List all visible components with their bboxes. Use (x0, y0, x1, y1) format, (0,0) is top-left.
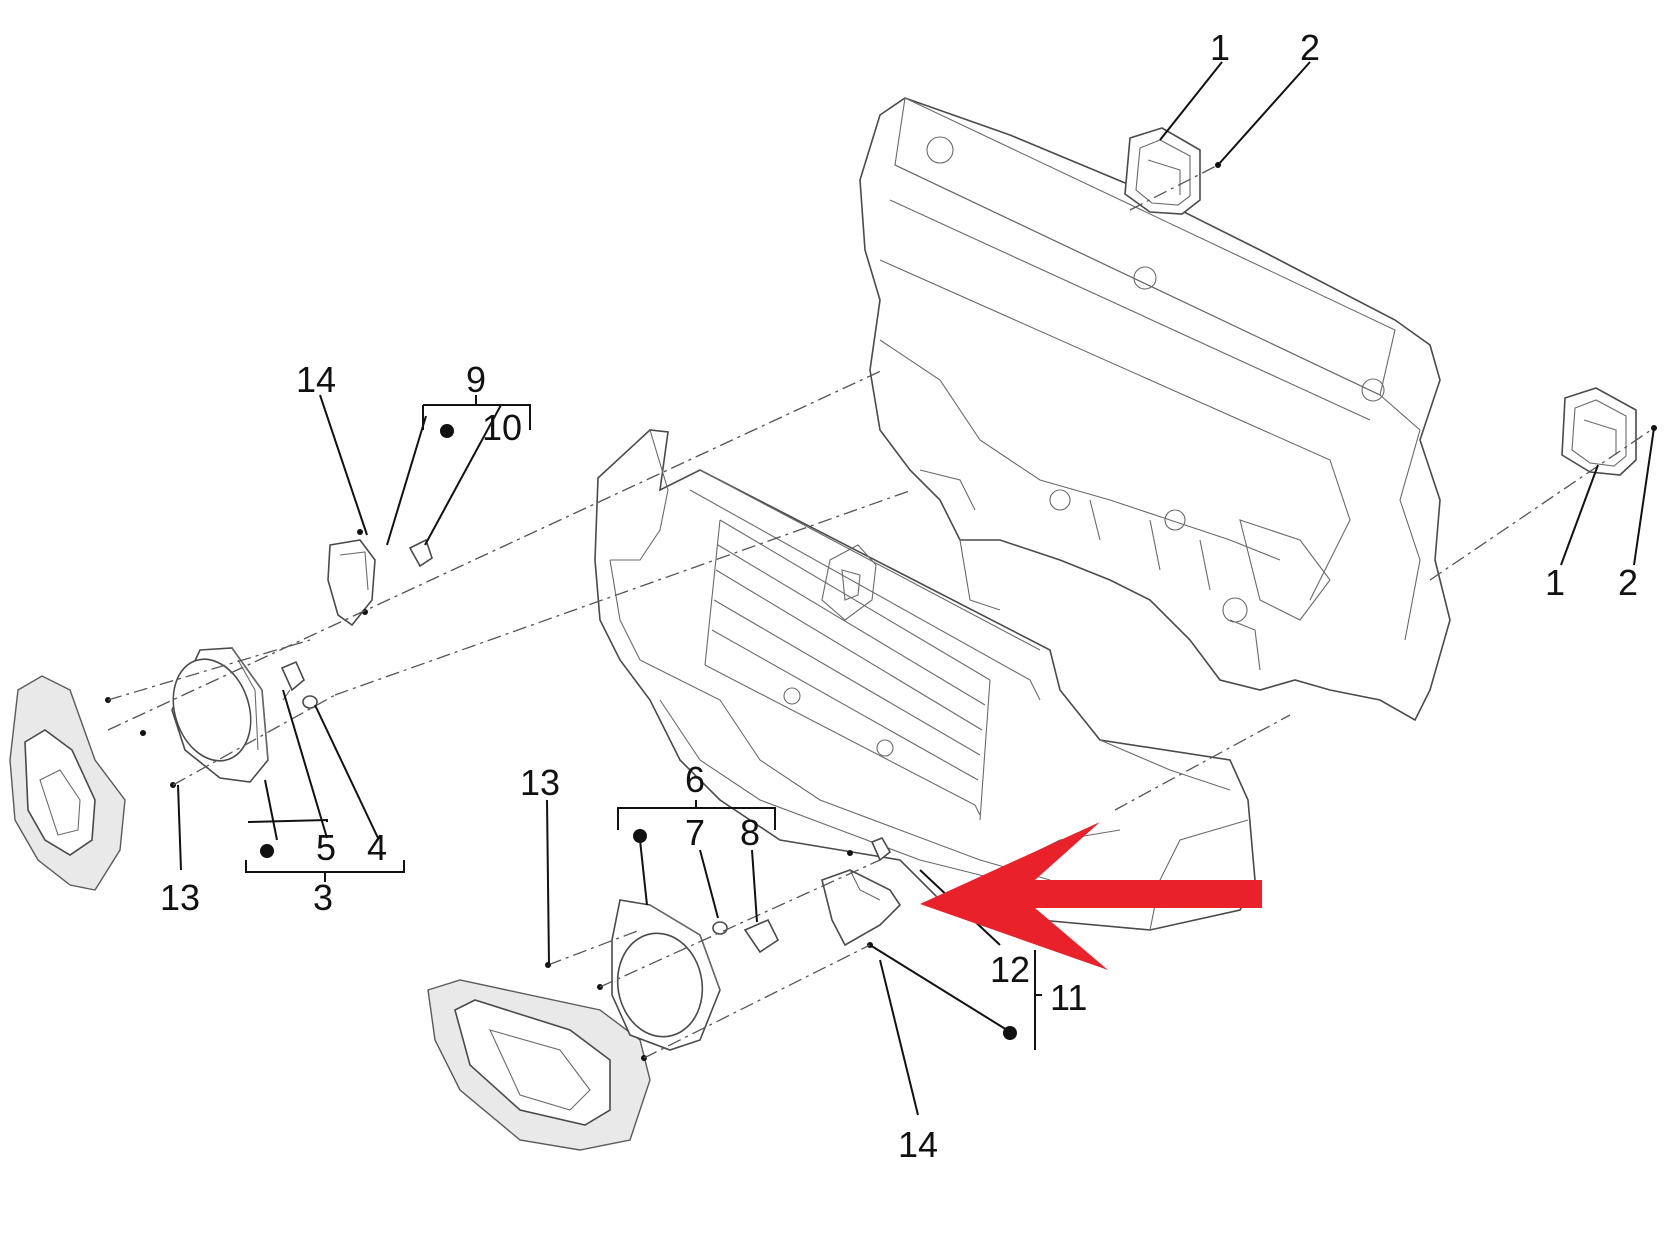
red-arrow-icon (920, 822, 1262, 970)
front-bumper (594, 429, 1256, 931)
callout-9: 9 (466, 359, 486, 400)
callout-3: 3 (313, 877, 333, 918)
callout-13-left: 13 (160, 877, 200, 918)
left-indicator-unit (327, 538, 433, 627)
callout-8: 8 (740, 812, 760, 853)
callout-12: 12 (990, 949, 1030, 990)
assembly-lines (107, 164, 1655, 1059)
lower-headlamp-bezel (427, 979, 651, 1151)
callout-10: 10 (482, 407, 522, 448)
callout-4: 4 (367, 827, 387, 868)
callout-7: 7 (685, 812, 705, 853)
callout-2-right: 2 (1618, 562, 1638, 603)
front-panel-assembly (859, 97, 1451, 722)
callout-5: 5 (316, 827, 336, 868)
bullet-11 (1003, 1026, 1017, 1040)
callout-6: 6 (685, 759, 705, 800)
callout-2-top: 2 (1300, 27, 1320, 68)
left-bulb-5 (280, 660, 305, 701)
bullet-9 (440, 424, 454, 438)
callout-numbers: 1 2 1 2 14 9 10 5 4 13 3 13 6 7 8 12 11 … (160, 27, 1638, 1165)
lower-bulb-8 (743, 918, 780, 954)
callout-14-bottom: 14 (898, 1124, 938, 1165)
left-headlamp-bezel (9, 675, 126, 891)
bullet-6 (633, 829, 647, 843)
lower-headlamp-unit (611, 899, 721, 1051)
callout-11: 11 (1050, 977, 1087, 1018)
lower-bulb-7 (712, 921, 728, 935)
callout-14-left: 14 (296, 359, 336, 400)
callout-13-bottom: 13 (520, 762, 560, 803)
left-headlamp-unit (171, 647, 269, 783)
grommet-top (1124, 127, 1201, 215)
callout-1-right: 1 (1545, 562, 1565, 603)
lower-indicator-unit (821, 836, 902, 947)
callout-1-top: 1 (1210, 27, 1230, 68)
left-bulb-4 (302, 695, 318, 709)
grommet-right (1561, 387, 1637, 476)
bullet-3 (260, 844, 274, 858)
